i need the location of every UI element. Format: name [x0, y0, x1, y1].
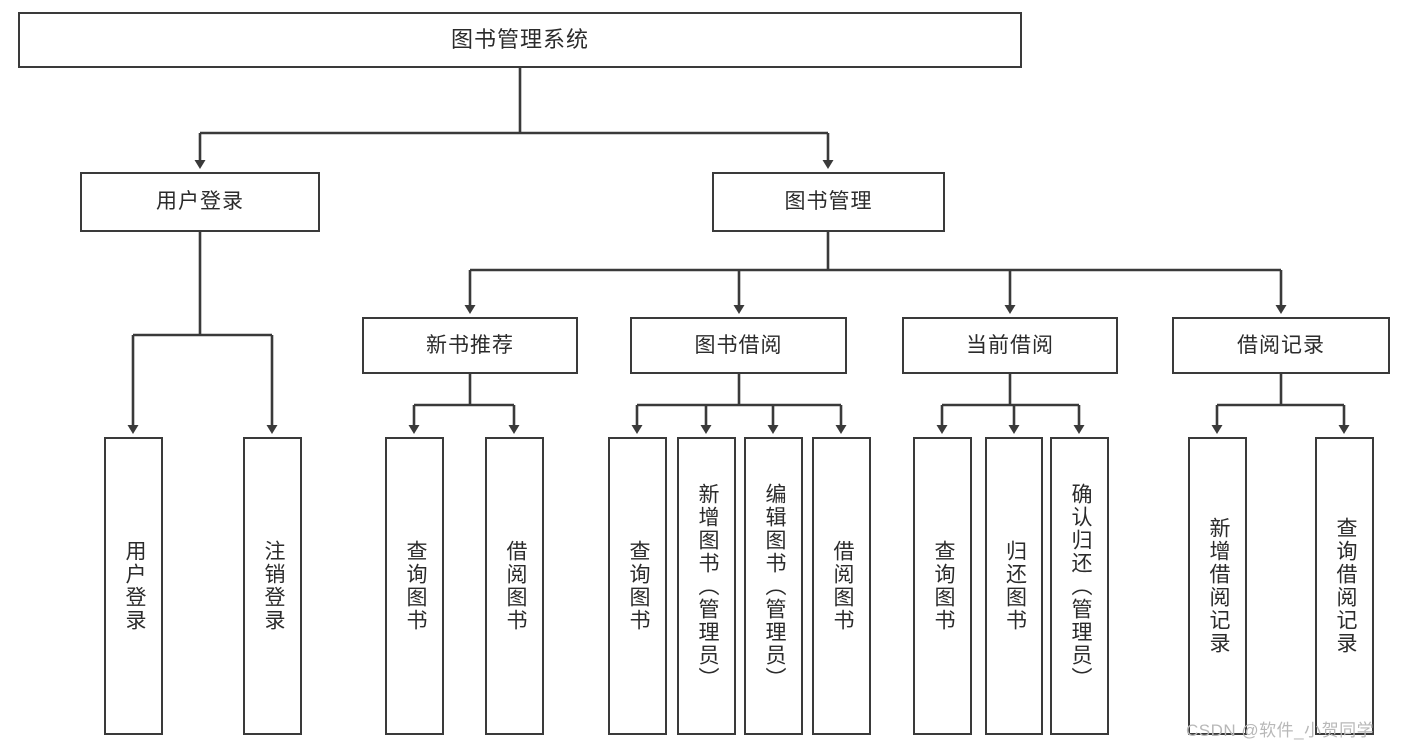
node-leaf-leaf-cur-query-book[interactable]: 查询图书 — [913, 437, 972, 735]
node-label: 新书推荐 — [426, 333, 514, 357]
node-l3-borrow-record[interactable]: 借阅记录 — [1172, 317, 1390, 374]
node-leaf-leaf-user-login[interactable]: 用户登录 — [104, 437, 163, 735]
node-leaf-leaf-add-record[interactable]: 新增借阅记录 — [1188, 437, 1247, 735]
node-leaf-leaf-edit-book[interactable]: 编辑图书（管理员） — [744, 437, 803, 735]
node-label: 用户登录 — [156, 190, 244, 214]
node-label: 图书管理系统 — [450, 26, 589, 52]
node-root-图书管理系统[interactable]: 图书管理系统 — [18, 12, 1022, 68]
node-label: 图书管理 — [784, 190, 873, 214]
node-label: 注销登录 — [261, 540, 285, 632]
node-l2-user-login[interactable]: 用户登录 — [80, 172, 320, 232]
node-label: 图书借阅 — [694, 333, 783, 357]
node-label: 查询图书 — [403, 540, 427, 632]
node-leaf-leaf-rec-query-book[interactable]: 查询图书 — [385, 437, 444, 735]
node-label: 查询借阅记录 — [1333, 517, 1357, 655]
node-label: 借阅图书 — [830, 540, 854, 632]
node-label: 借阅图书 — [503, 540, 527, 632]
node-leaf-leaf-borrow-book[interactable]: 借阅图书 — [812, 437, 871, 735]
node-leaf-leaf-confirm-return[interactable]: 确认归还（管理员） — [1050, 437, 1109, 735]
node-leaf-leaf-rec-borrow-book[interactable]: 借阅图书 — [485, 437, 544, 735]
watermark-text: CSDN @软件_小贺同学 — [1186, 721, 1375, 740]
node-leaf-leaf-query-record[interactable]: 查询借阅记录 — [1315, 437, 1374, 735]
node-label: 新增图书（管理员） — [695, 482, 719, 690]
node-l3-current-borrow[interactable]: 当前借阅 — [902, 317, 1118, 374]
node-leaf-leaf-borrow-query-book[interactable]: 查询图书 — [608, 437, 667, 735]
node-label: 借阅记录 — [1237, 333, 1325, 357]
node-leaf-leaf-add-book[interactable]: 新增图书（管理员） — [677, 437, 736, 735]
node-label: 查询图书 — [626, 540, 650, 632]
node-label: 编辑图书（管理员） — [762, 482, 786, 690]
node-label: 用户登录 — [122, 540, 146, 632]
node-l2-book-manage[interactable]: 图书管理 — [712, 172, 945, 232]
node-l3-book-borrow[interactable]: 图书借阅 — [630, 317, 847, 374]
node-label: 确认归还（管理员） — [1068, 482, 1092, 690]
node-label: 新增借阅记录 — [1206, 517, 1230, 655]
node-label: 查询图书 — [931, 540, 955, 632]
node-leaf-leaf-user-logout[interactable]: 注销登录 — [243, 437, 302, 735]
node-label: 当前借阅 — [966, 333, 1054, 357]
node-leaf-leaf-return-book[interactable]: 归还图书 — [985, 437, 1043, 735]
node-label: 归还图书 — [1003, 540, 1027, 632]
node-l3-new-book-rec[interactable]: 新书推荐 — [362, 317, 578, 374]
